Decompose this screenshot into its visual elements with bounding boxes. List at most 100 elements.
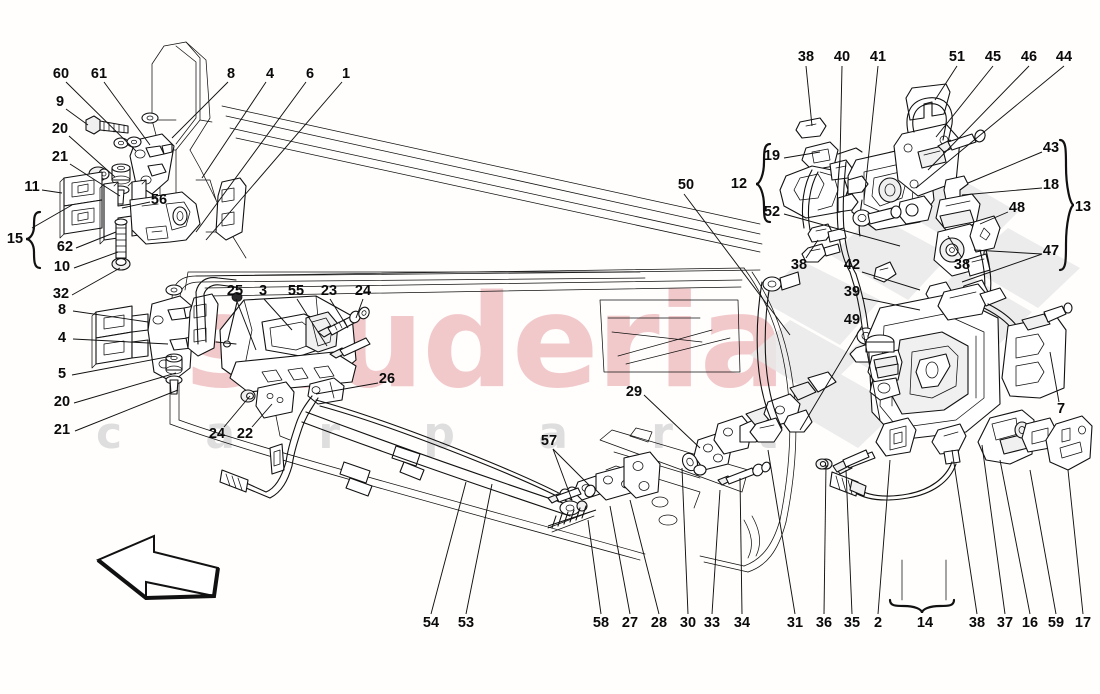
leader-line bbox=[861, 271, 921, 291]
leader-line bbox=[31, 204, 73, 229]
upper-left-hinge-assembly bbox=[59, 41, 247, 271]
leader-line bbox=[73, 372, 177, 404]
callout-13: 13 bbox=[1074, 198, 1092, 215]
leader-line bbox=[643, 394, 701, 449]
leader-line bbox=[947, 235, 963, 259]
leader-line bbox=[74, 389, 179, 432]
leader-line bbox=[915, 65, 1065, 189]
leader-line bbox=[629, 499, 660, 615]
callout-38: 38 bbox=[797, 48, 815, 65]
leader-line bbox=[1029, 469, 1057, 615]
leader-line bbox=[1067, 469, 1084, 615]
callout-38: 38 bbox=[968, 614, 986, 631]
leader-line bbox=[75, 231, 117, 249]
callout-18: 18 bbox=[1042, 176, 1060, 193]
callout-47: 47 bbox=[1042, 242, 1060, 259]
leader-line bbox=[329, 298, 349, 329]
callout-45: 45 bbox=[984, 48, 1002, 65]
leader-line bbox=[71, 267, 121, 296]
leader-line bbox=[767, 449, 796, 615]
callout-27: 27 bbox=[621, 614, 639, 631]
leader-line bbox=[951, 449, 978, 615]
callout-9: 9 bbox=[55, 93, 65, 110]
leader-line bbox=[195, 81, 307, 233]
leader-line bbox=[861, 297, 921, 311]
interior-door-handle-assembly bbox=[219, 292, 577, 507]
leader-line bbox=[783, 151, 821, 159]
leader-line bbox=[861, 325, 881, 421]
callout-48: 48 bbox=[1008, 199, 1026, 216]
leader-line bbox=[552, 448, 591, 487]
leader-lines bbox=[31, 65, 1084, 615]
callout-35: 35 bbox=[843, 614, 861, 631]
callout-8: 8 bbox=[226, 65, 236, 82]
callout-1: 1 bbox=[341, 65, 351, 82]
callout-43: 43 bbox=[1042, 139, 1060, 156]
leader-line bbox=[121, 201, 151, 209]
leader-line bbox=[935, 65, 994, 138]
leader-line bbox=[1049, 351, 1060, 403]
door-lock-module bbox=[815, 283, 1093, 501]
leader-line bbox=[739, 477, 743, 615]
leader-line bbox=[805, 239, 819, 259]
leader-line bbox=[71, 355, 173, 376]
leader-line bbox=[251, 403, 273, 428]
lower-left-hinge-assembly bbox=[91, 284, 219, 395]
callout-21: 21 bbox=[53, 421, 71, 438]
leader-line bbox=[72, 310, 149, 323]
leader-line bbox=[296, 298, 328, 347]
leader-line bbox=[981, 444, 1006, 615]
leader-line bbox=[609, 505, 631, 615]
callout-4: 4 bbox=[265, 65, 275, 82]
leader-line bbox=[355, 298, 364, 319]
callout-36: 36 bbox=[815, 614, 833, 631]
callout-20: 20 bbox=[51, 120, 69, 137]
callout-58: 58 bbox=[592, 614, 610, 631]
door-inner-panel-outline bbox=[169, 105, 797, 573]
leader-line bbox=[877, 459, 891, 615]
leader-line bbox=[711, 489, 721, 615]
callout-42: 42 bbox=[843, 256, 861, 273]
leader-line bbox=[587, 519, 602, 615]
callout-61: 61 bbox=[90, 65, 108, 82]
callout-12: 12 bbox=[730, 175, 748, 192]
callout-10: 10 bbox=[53, 258, 71, 275]
callout-38: 38 bbox=[790, 256, 808, 273]
leader-line bbox=[73, 251, 119, 269]
leader-line bbox=[201, 81, 267, 179]
leader-line bbox=[552, 448, 573, 501]
callout-59: 59 bbox=[1047, 614, 1065, 631]
callout-7: 7 bbox=[1056, 400, 1066, 417]
callout-51: 51 bbox=[948, 48, 966, 65]
callout-17: 17 bbox=[1074, 614, 1092, 631]
callout-53: 53 bbox=[457, 614, 475, 631]
callout-38: 38 bbox=[953, 256, 971, 273]
callout-16: 16 bbox=[1021, 614, 1039, 631]
leader-line bbox=[171, 81, 229, 139]
callout-40: 40 bbox=[833, 48, 851, 65]
leader-line bbox=[967, 151, 1043, 184]
callout-50: 50 bbox=[677, 176, 695, 193]
callout-2: 2 bbox=[873, 614, 883, 631]
leader-line bbox=[235, 298, 257, 351]
callout-3: 3 bbox=[258, 282, 268, 299]
callout-31: 31 bbox=[786, 614, 804, 631]
rod-linkage-cluster bbox=[547, 451, 771, 533]
leader-line bbox=[430, 481, 467, 615]
callout-29: 29 bbox=[625, 383, 643, 400]
callout-5: 5 bbox=[57, 365, 67, 382]
callout-26: 26 bbox=[378, 370, 396, 387]
callout-60: 60 bbox=[52, 65, 70, 82]
callout-46: 46 bbox=[1020, 48, 1038, 65]
leader-line bbox=[681, 467, 689, 615]
callout-57: 57 bbox=[540, 432, 558, 449]
callout-23: 23 bbox=[320, 282, 338, 299]
callout-44: 44 bbox=[1055, 48, 1073, 65]
leader-line bbox=[961, 253, 1043, 283]
callout-24: 24 bbox=[354, 282, 372, 299]
leader-line bbox=[979, 211, 1009, 225]
leader-line bbox=[839, 65, 843, 161]
callout-22: 22 bbox=[236, 425, 254, 442]
direction-arrow bbox=[96, 534, 220, 601]
